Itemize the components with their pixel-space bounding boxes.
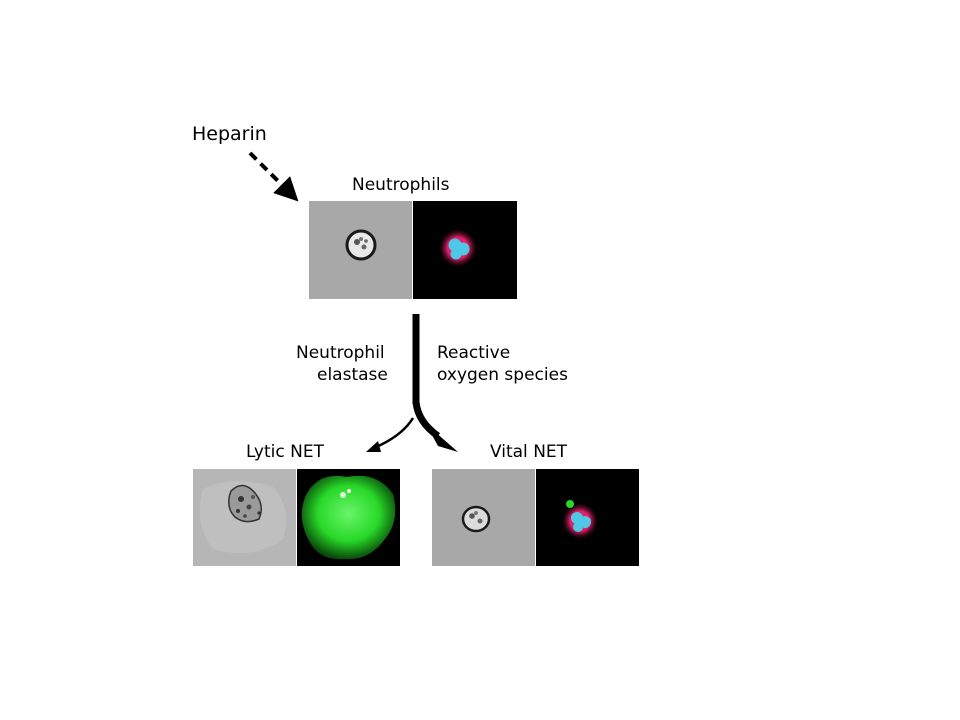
heparin-label: Heparin	[192, 123, 267, 145]
elastase-label-line2: elastase	[317, 365, 388, 385]
neutrophils-image-pair	[309, 201, 517, 299]
neutrophil-fluorescence-image	[413, 201, 517, 299]
vital-net-brightfield-image	[432, 469, 535, 566]
elastase-label-line1: Neutrophil	[296, 343, 385, 363]
vital-net-image-pair	[432, 469, 639, 566]
lytic-arrowhead-icon	[366, 441, 381, 452]
vital-arrowhead-icon	[426, 424, 458, 452]
lytic-net-brightfield-image	[193, 469, 296, 566]
heparin-dashed-arrow	[248, 151, 299, 202]
vital-net-label: Vital NET	[490, 442, 568, 462]
lytic-net-image-pair	[193, 469, 400, 566]
neutrophil-brightfield-image	[309, 201, 412, 299]
vital-branch-arrow	[412, 401, 441, 439]
ros-label-line1: Reactive	[437, 343, 511, 363]
ros-label-line2: oxygen species	[437, 365, 568, 385]
neutrophils-label: Neutrophils	[352, 175, 450, 195]
lytic-net-label: Lytic NET	[246, 442, 324, 462]
vital-net-fluorescence-image	[536, 469, 639, 566]
lytic-branch-arrow	[373, 417, 415, 450]
lytic-net-fluorescence-image	[297, 469, 400, 566]
